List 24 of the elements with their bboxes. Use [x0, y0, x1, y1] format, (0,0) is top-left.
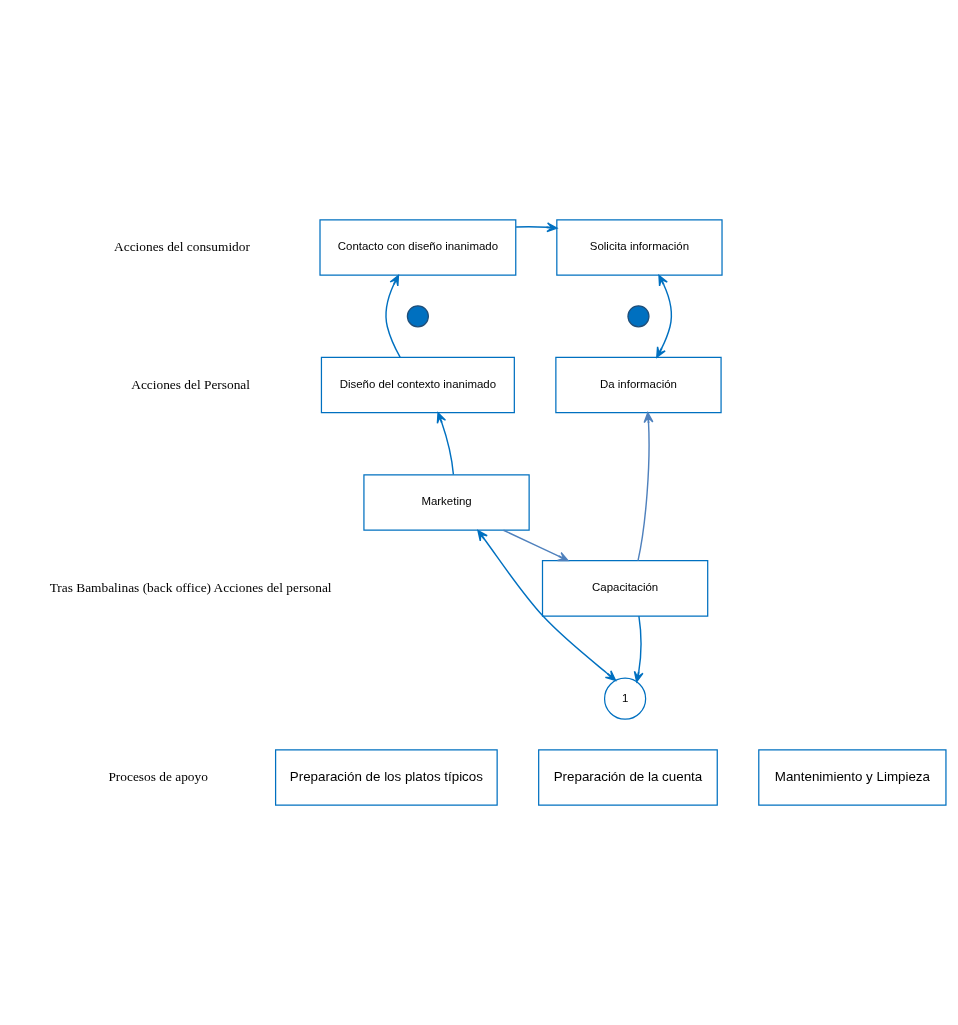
- arrow: [656, 274, 673, 358]
- arrow: [385, 274, 401, 358]
- arrow: [633, 615, 644, 683]
- label: Tras Bambalinas (back office) Acciones del personal: [49, 579, 332, 595]
- label: Procesos de apoyo: [108, 769, 208, 785]
- node-circle: [627, 305, 650, 328]
- node-box: Preparación de la cuenta: [538, 749, 718, 806]
- node-box: Da información: [555, 356, 722, 414]
- label: Acciones del Personal: [131, 376, 250, 392]
- node-box: Mantenimiento y Limpieza: [758, 749, 947, 806]
- node-box: Diseño del contexto inanimado: [320, 356, 515, 414]
- node-circle: 1: [603, 677, 647, 720]
- arrow: [637, 412, 654, 562]
- arrow: [515, 222, 558, 233]
- node-box: Solicita información: [556, 219, 723, 276]
- arrow: [436, 412, 455, 476]
- arrow: [502, 529, 569, 562]
- label: Acciones del consumidor: [114, 239, 250, 255]
- node-circle: [406, 305, 429, 328]
- arrow: [477, 529, 617, 681]
- node-box: Capacitación: [541, 560, 709, 617]
- node-box: Preparación de los platos típicos: [275, 749, 498, 806]
- node-box: Contacto con diseño inanimado: [319, 219, 517, 276]
- node-box: Marketing: [363, 474, 530, 531]
